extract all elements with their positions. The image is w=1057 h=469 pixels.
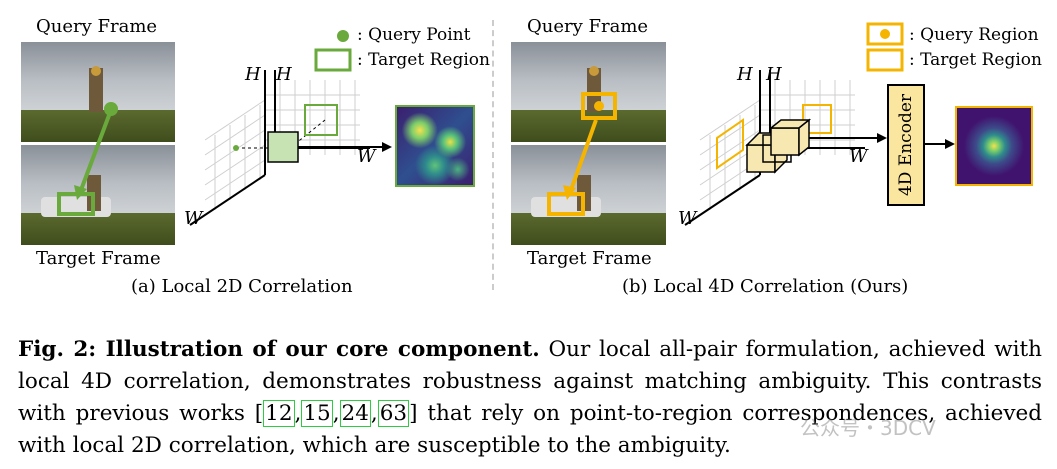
citation-link[interactable]: 63	[377, 400, 410, 427]
figure-caption: Fig. 2: Illustration of our core compone…	[18, 337, 1043, 458]
caption-text-2: that rely on point-to-region corresponde…	[18, 401, 1042, 458]
query-point-legend-icon	[337, 30, 349, 42]
right-axis-w2: W	[678, 208, 697, 229]
left-target-photo	[21, 145, 175, 245]
right-correspondence-arrow	[547, 92, 617, 216]
right-target-frame-label: Target Frame	[527, 248, 652, 269]
caption-text-1: Our local all-pair formulation, achieved…	[18, 337, 1043, 426]
legend-target-region: : Target Region	[357, 50, 490, 70]
right-target-region-legend-icon	[866, 48, 904, 72]
right-axis-h2: H	[766, 64, 782, 85]
panel-divider	[492, 20, 494, 290]
citation-link[interactable]: 12	[263, 400, 295, 427]
left-correlation-heatmap	[395, 105, 475, 187]
left-axis-h2: H	[276, 64, 292, 85]
query-region-marker	[581, 92, 617, 120]
right-subcaption: (b) Local 4D Correlation (Ours)	[622, 276, 909, 297]
target-region-legend-icon	[314, 48, 352, 72]
figure-label: Fig. 2: Illustration of our core compone…	[18, 337, 540, 362]
query-region-legend-icon	[866, 22, 904, 46]
right-axis-w1: W	[849, 146, 868, 167]
citation-link[interactable]: 15	[301, 400, 333, 427]
encoder-block: 4D Encoder	[887, 84, 925, 206]
right-correlation-heatmap	[955, 106, 1033, 186]
watermark: 公众号・3DCV	[800, 416, 936, 440]
right-query-frame-label: Query Frame	[527, 16, 649, 37]
left-axis-h1: H	[245, 64, 261, 85]
legend-query-region: : Query Region	[909, 25, 1039, 45]
left-correspondence-arrow	[57, 102, 118, 216]
left-query-frame-label: Query Frame	[36, 16, 158, 37]
left-correlation-diagram	[189, 70, 392, 226]
encoder-output-arrow	[923, 139, 955, 149]
legend-right-target-region: : Target Region	[909, 50, 1042, 70]
target-region-marker	[57, 192, 95, 216]
query-point-marker	[104, 102, 118, 116]
right-axis-h1: H	[737, 64, 753, 85]
left-subcaption: (a) Local 2D Correlation	[131, 276, 353, 297]
citation-link[interactable]: 24	[339, 400, 371, 427]
left-axis-w2: W	[184, 208, 203, 229]
encoder-label: 4D Encoder	[896, 93, 916, 197]
left-axis-w1: W	[357, 146, 376, 167]
right-correlation-diagram	[684, 70, 887, 226]
left-query-photo	[21, 42, 175, 142]
right-target-region-marker	[547, 192, 585, 216]
right-query-photo	[511, 42, 666, 142]
left-target-frame-label: Target Frame	[36, 248, 161, 269]
legend-query-point: : Query Point	[357, 25, 471, 45]
